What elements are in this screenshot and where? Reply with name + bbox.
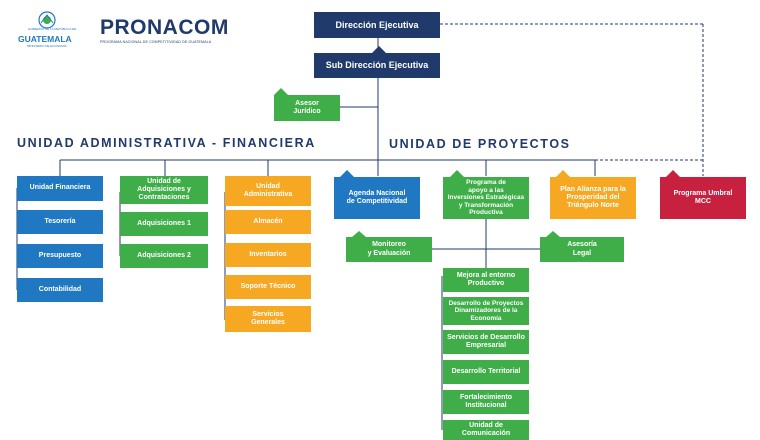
servicios-generales-box: Servicios Generales [225, 306, 311, 332]
adquisiciones-1-box: Adquisiciones 1 [120, 212, 208, 236]
pronacom-subtitle: PROGRAMA NACIONAL DE COMPETITIVIDAD DE G… [100, 40, 212, 44]
proyectos-section-title: UNIDAD DE PROYECTOS [389, 137, 571, 151]
plan-alianza-box: Plan Alianza para la Prosperidad del Tri… [550, 177, 636, 219]
mejora-entorno-box: Mejora al entorno Productivo [443, 268, 529, 292]
monitoreo-tab [352, 231, 366, 237]
monitoreo-evaluacion-box: Monitoreo y Evaluación [346, 237, 432, 262]
desarrollo-territorial-box: Desarrollo Territorial [443, 360, 529, 384]
asesoria-legal-box: Asesoría Legal [540, 237, 624, 262]
tesoreria-box: Tesorería [17, 210, 103, 234]
comunicacion-box: Unidad de Comunicación [443, 420, 529, 440]
programa-apoyo-tab [450, 170, 464, 177]
plan-alianza-tab [556, 170, 570, 177]
pronacom-logo-text: PRONACOM [100, 16, 229, 39]
guatemala-seal-icon [38, 11, 56, 29]
contabilidad-box: Contabilidad [17, 278, 103, 302]
almacen-box: Almacén [225, 210, 311, 234]
agenda-nacional-box: Agenda Nacional de Competitividad [334, 177, 420, 219]
programa-umbral-tab [666, 170, 680, 177]
desarrollo-proyectos-box: Desarrollo de Proyectos Dinamizadores de… [443, 297, 529, 325]
servicios-desarrollo-box: Servicios de Desarrollo Empresarial [443, 330, 529, 354]
presupuesto-box: Presupuesto [17, 244, 103, 268]
guatemala-logo-text: GUATEMALA [18, 34, 72, 44]
unidad-administrativa-box: Unidad Administrativa [225, 176, 311, 206]
sub-direccion-box: Sub Dirección Ejecutiva [314, 53, 440, 78]
inventarios-box: Inventarios [225, 243, 311, 267]
adquisiciones-2-box: Adquisiciones 2 [120, 244, 208, 268]
fortalecimiento-box: Fortalecimiento Institucional [443, 390, 529, 414]
asesor-juridico-box: Asesor Jurídico [274, 95, 340, 121]
direccion-ejecutiva-box: Dirección Ejecutiva [314, 12, 440, 38]
programa-umbral-box: Programa Umbral MCC [660, 177, 746, 219]
guatemala-government-label: GOBIERNO DE LA REPÚBLICA DE [28, 27, 77, 31]
soporte-tecnico-box: Soporte Técnico [225, 275, 311, 299]
programa-apoyo-box: Programa de apoyo a las Inversiones Estr… [443, 177, 529, 219]
admin-section-title: UNIDAD ADMINISTRATIVA - FINANCIERA [17, 136, 316, 150]
asesor-tab [274, 88, 288, 95]
asesoria-tab [546, 231, 560, 237]
adquisiciones-box: Unidad de Adquisiciones y Contrataciones [120, 176, 208, 204]
sub-direccion-tab [372, 46, 386, 53]
unidad-financiera-box: Unidad Financiera [17, 176, 103, 201]
ministerio-label: MINISTERIO DE ECONOMÍA [27, 44, 67, 48]
agenda-tab [340, 170, 354, 177]
